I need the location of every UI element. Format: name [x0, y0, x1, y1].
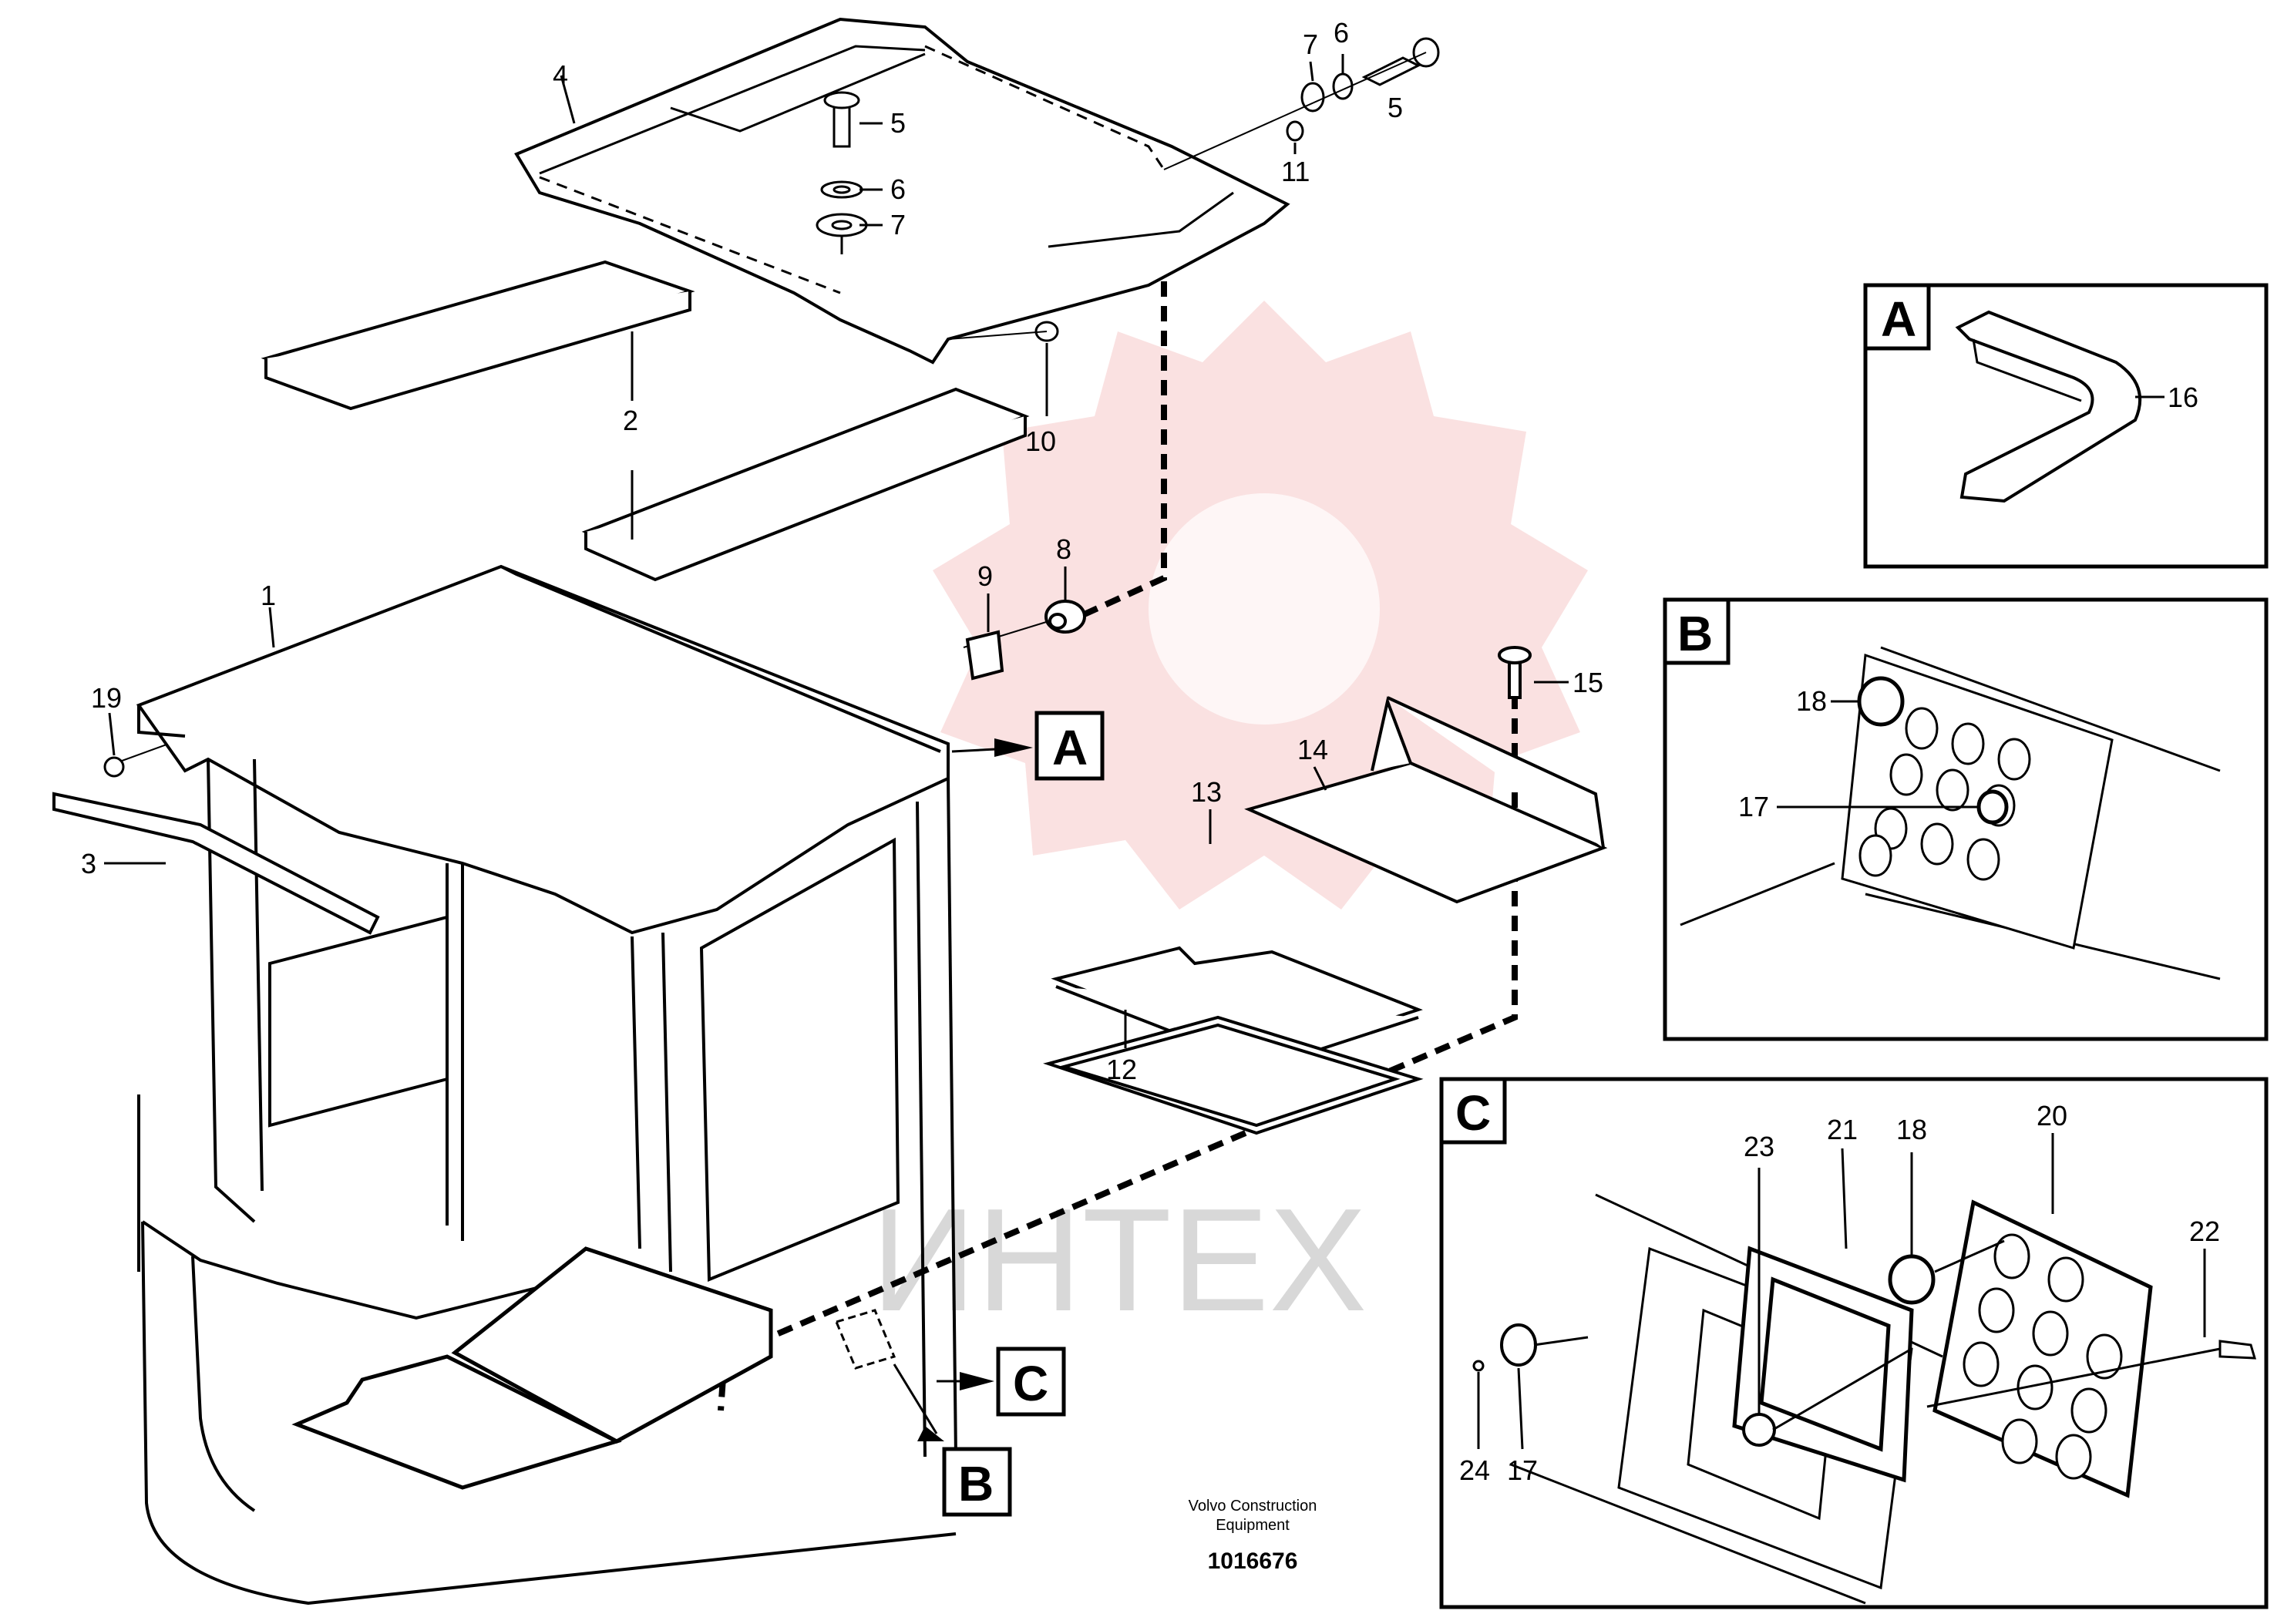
view-ref-c: C — [1013, 1356, 1048, 1411]
plug-19 — [103, 756, 125, 778]
plate-holes — [1963, 1233, 2123, 1480]
callout-17-b: 17 — [1738, 791, 1769, 822]
detail-c-letter: C — [1455, 1085, 1491, 1141]
callout-22: 22 — [2189, 1215, 2220, 1247]
part-number: 1016676 — [1208, 1548, 1298, 1574]
callout-6b: 6 — [1334, 17, 1349, 49]
callout-5a: 5 — [890, 107, 906, 139]
detail-c-panel: C — [1439, 1077, 2269, 1609]
detail-b-letter: B — [1677, 606, 1713, 661]
footer-line-1: Volvo Construction — [1189, 1498, 1317, 1515]
callout-9: 9 — [977, 560, 993, 592]
detail-a-panel: A 16 — [1863, 283, 2269, 569]
view-ref-b: B — [958, 1456, 994, 1511]
roof-panel — [514, 17, 1290, 365]
insulation-mats — [261, 260, 1030, 582]
seal-profile — [1955, 310, 2142, 503]
callout-15: 15 — [1572, 667, 1603, 698]
frame-21 — [1732, 1246, 1914, 1483]
callout-1: 1 — [261, 580, 276, 611]
callout-6a: 6 — [890, 173, 906, 205]
callout-2: 2 — [623, 405, 638, 436]
callout-17-c: 17 — [1507, 1454, 1538, 1486]
callout-21: 21 — [1827, 1114, 1858, 1145]
view-marker-b: B — [834, 1309, 1012, 1517]
detail-b-panel: B 18 17 — [1663, 597, 2269, 1041]
callout-13: 13 — [1191, 776, 1222, 808]
detail-a-letter: A — [1881, 291, 1916, 347]
callout-11: 11 — [1281, 156, 1310, 187]
view-ref-a: A — [1052, 720, 1088, 775]
callout-4: 4 — [553, 59, 568, 91]
floor-mats — [1043, 646, 1608, 1135]
footer-line-2: Equipment — [1216, 1517, 1290, 1534]
callout-18-b: 18 — [1796, 685, 1827, 717]
callout-3: 3 — [81, 848, 96, 879]
view-marker-c: C — [937, 1347, 1066, 1417]
callout-8: 8 — [1056, 533, 1071, 565]
callout-23: 23 — [1744, 1131, 1774, 1162]
callout-5b: 5 — [1388, 92, 1403, 123]
callout-24: 24 — [1459, 1454, 1490, 1486]
view-marker-a: A — [951, 711, 1105, 781]
callout-10: 10 — [1025, 425, 1056, 457]
callout-18-c: 18 — [1896, 1114, 1927, 1145]
callout-12: 12 — [1106, 1054, 1137, 1085]
callout-20: 20 — [2037, 1100, 2067, 1131]
gutter — [52, 792, 380, 935]
leader-lines — [104, 54, 1569, 1048]
callout-7b: 7 — [1303, 29, 1318, 60]
callout-19: 19 — [91, 682, 122, 714]
cab-frame — [136, 564, 957, 1606]
floor-openings — [291, 1246, 773, 1490]
callout-16: 16 — [2168, 382, 2198, 413]
callout-14: 14 — [1297, 734, 1328, 765]
callout-7a: 7 — [890, 209, 906, 240]
bracket-and-bushing — [965, 600, 1086, 681]
